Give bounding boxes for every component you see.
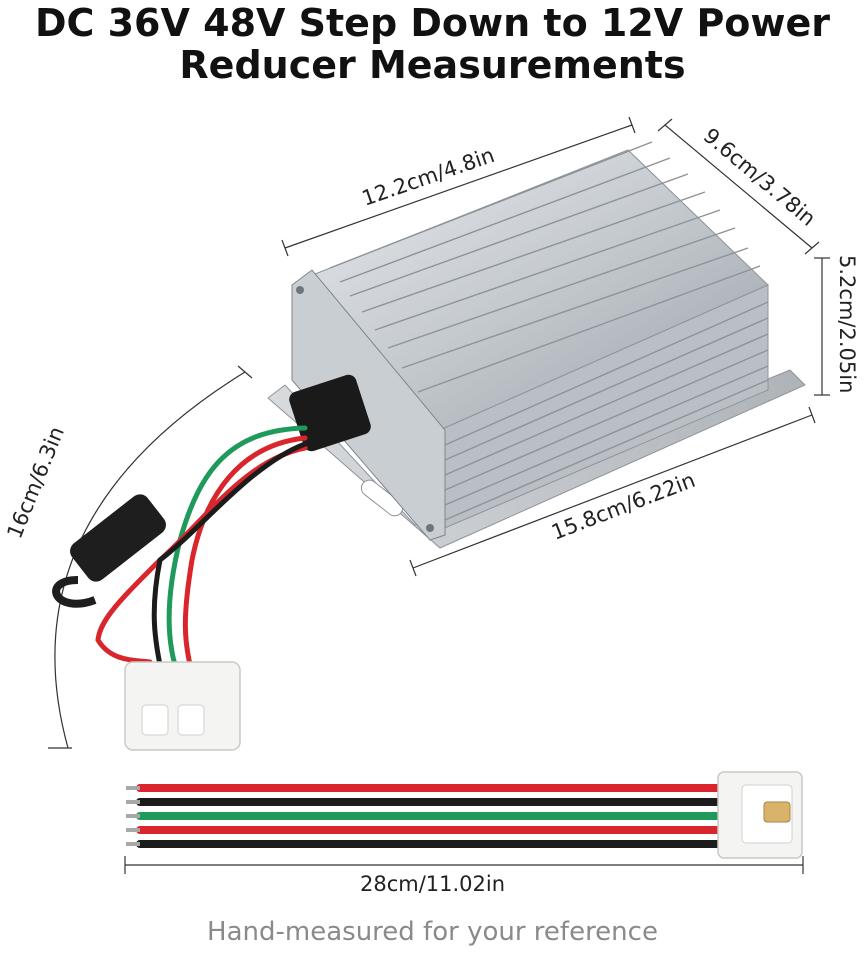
screw-top	[296, 286, 304, 294]
dim-top-length: 12.2cm/4.8in	[359, 143, 498, 211]
mounting-slot	[360, 479, 404, 517]
end-cap	[291, 269, 446, 541]
screw-bottom	[426, 524, 434, 532]
dimension-lines	[48, 116, 830, 874]
dim-cable-length: 28cm/11.02in	[359, 872, 506, 896]
fin-grooves	[329, 141, 769, 521]
short-connector	[124, 661, 241, 751]
wire-tips	[126, 786, 140, 846]
fuse-cap-loop	[52, 576, 97, 608]
long-cable	[136, 784, 734, 848]
cable-gland	[289, 374, 371, 452]
dim-lead-length: 16cm/6.3in	[2, 423, 69, 542]
fuse-holder	[70, 494, 166, 582]
power-reducer-device	[267, 141, 806, 549]
title-line-1: DC 36V 48V Step Down to 12V Power	[34, 1, 831, 45]
title-line-2: Reducer Measurements	[179, 43, 686, 87]
dim-height: 5.2cm/2.05in	[835, 255, 859, 393]
output-leads	[95, 425, 308, 668]
dim-depth: 9.6cm/3.78in	[699, 123, 820, 230]
long-connector	[717, 771, 803, 859]
footnote: Hand-measured for your reference	[207, 917, 658, 947]
